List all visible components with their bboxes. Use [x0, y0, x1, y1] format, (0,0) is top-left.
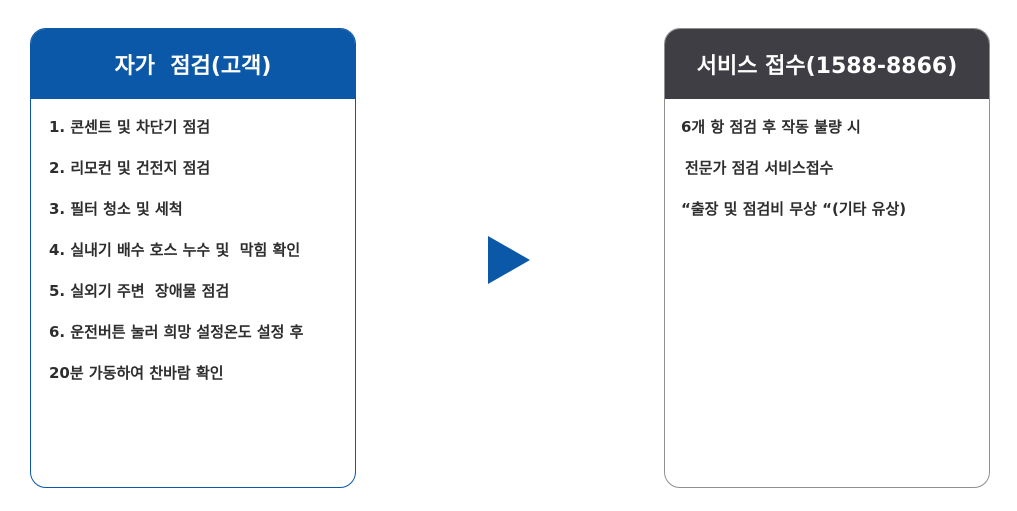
self-check-item-4: 4. 실내기 배수 호스 누수 및 막힘 확인 [49, 241, 301, 259]
service-request-card: 서비스 접수(1588-8866) 6개 항 점검 후 작동 불량 시 전문가 … [664, 28, 990, 488]
self-check-item-6-continued: 20분 가동하여 찬바람 확인 [49, 364, 224, 382]
self-check-title: 자가 점검(고객) [31, 29, 355, 99]
self-check-card: 자가 점검(고객) 1. 콘센트 및 차단기 점검 2. 리모컨 및 건전지 점… [30, 28, 356, 488]
service-line-3: “출장 및 점검비 무상 “(기타 유상) [681, 200, 907, 218]
self-check-item-2: 2. 리모컨 및 건전지 점검 [49, 159, 211, 177]
service-line-2: 전문가 점검 서비스접수 [685, 159, 834, 177]
self-check-item-6: 6. 운전버튼 눌러 희망 설정온도 설정 후 [49, 323, 304, 341]
right-triangle-icon [488, 236, 530, 284]
service-request-title: 서비스 접수(1588-8866) [665, 29, 989, 99]
self-check-item-1: 1. 콘센트 및 차단기 점검 [49, 118, 211, 136]
service-line-1: 6개 항 점검 후 작동 불량 시 [681, 118, 861, 136]
self-check-item-5: 5. 실외기 주변 장애물 점검 [49, 282, 230, 300]
self-check-item-3: 3. 필터 청소 및 세척 [49, 200, 183, 218]
